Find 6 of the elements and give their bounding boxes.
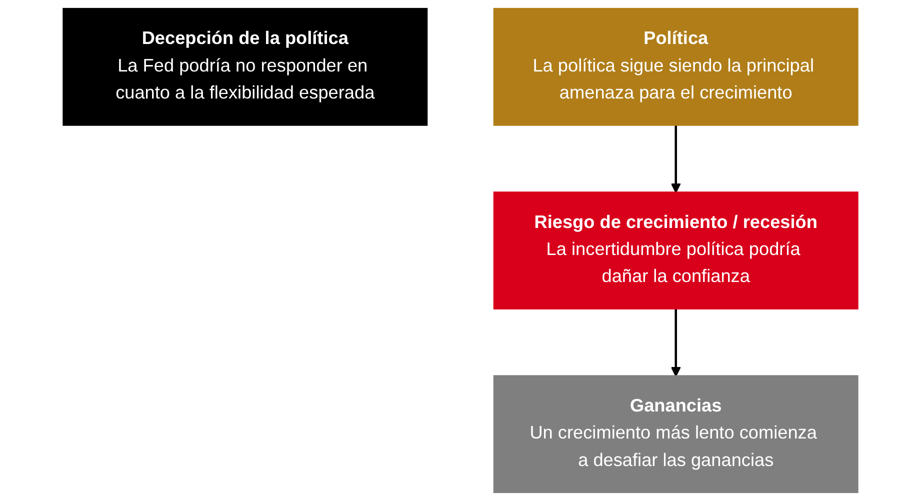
arrow [670,308,681,377]
node-box: Decepción de la política La Fed podría no responder en cuanto a la flexibilidad esperada [62,8,428,126]
node-box: Riesgo de crecimiento / recesión La incertidumbre política podría dañar la confianza [493,192,858,310]
arrow [670,124,681,194]
node-box: Política La política sigue siendo la principal amenaza para el crecimiento [493,8,858,126]
node-box: Ganancias Un crecimiento más lento comienza a desafiar las ganancias [493,375,858,494]
